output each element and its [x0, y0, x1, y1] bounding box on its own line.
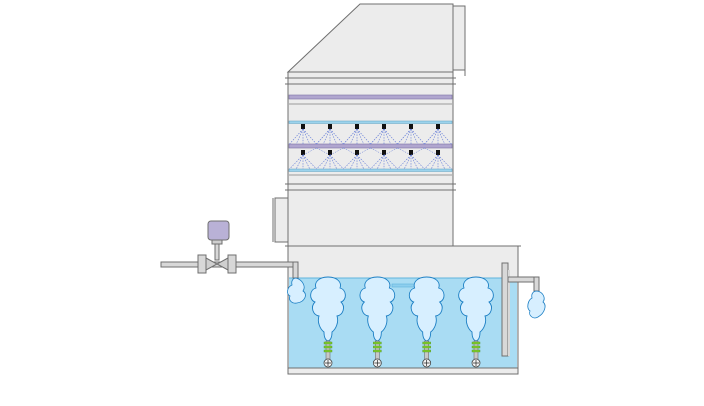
inlet-pipe: [160, 220, 306, 304]
spray-line: [289, 128, 304, 145]
spray-line: [356, 128, 365, 145]
spray-line: [329, 128, 344, 145]
aerator-band: [471, 341, 481, 345]
spray-line: [343, 128, 358, 145]
nozzle-top: [382, 124, 386, 129]
water-tank: [285, 245, 521, 375]
aerator-band: [373, 349, 382, 353]
spray-line: [329, 128, 338, 145]
packing-band: [288, 143, 453, 149]
aerator-band: [422, 345, 431, 349]
nozzle-top: [301, 124, 305, 129]
nozzle-bottom: [409, 150, 413, 155]
aerator-column: [310, 276, 346, 368]
spray-header-bottom: [288, 168, 453, 172]
spray-line: [383, 154, 398, 170]
valve-flange-left: [197, 254, 207, 274]
nozzle-top: [328, 124, 332, 129]
spray-line: [349, 128, 358, 145]
spray-line: [403, 128, 412, 145]
spray-line: [383, 128, 392, 145]
aerator-band: [422, 341, 431, 345]
spray-line: [410, 154, 425, 170]
valve-body-right: [215, 257, 229, 271]
nozzle-top: [355, 124, 359, 129]
overflow-pipe-vertical: [501, 262, 509, 357]
valve-bonnet: [211, 239, 223, 245]
nozzle-bottom: [382, 150, 386, 155]
side-inlet-duct: [274, 197, 289, 243]
aerator-band: [323, 349, 333, 353]
outlet-pipe-down: [533, 276, 540, 292]
nozzle-bottom: [328, 150, 332, 155]
nozzle-bottom: [355, 150, 359, 155]
spray-line: [410, 128, 425, 145]
aerator-band: [323, 341, 333, 345]
tower-hood: [286, 3, 454, 73]
spray-line: [424, 154, 439, 170]
spray-line: [437, 128, 446, 145]
spray-line: [343, 154, 358, 170]
spray-line: [316, 154, 331, 170]
spray-line: [316, 128, 331, 145]
aerator-band: [471, 345, 481, 349]
spray-line: [322, 128, 331, 145]
nozzle-bottom: [436, 150, 440, 155]
aerator-column: [408, 276, 445, 368]
spray-line: [376, 128, 385, 145]
outlet-spray-cloud: [527, 290, 546, 319]
spray-line: [289, 154, 304, 170]
nozzle-bottom: [301, 150, 305, 155]
demister-band: [288, 94, 453, 100]
spray-line: [302, 154, 317, 170]
valve-flange-right: [227, 254, 237, 274]
spray-nozzle: [397, 124, 439, 170]
spray-line: [424, 128, 439, 145]
spray-line: [383, 128, 398, 145]
spray-line: [302, 128, 317, 145]
spray-line: [356, 128, 371, 145]
nozzle-top: [436, 124, 440, 129]
outlet-pipe: [501, 262, 546, 357]
spray-line: [397, 128, 412, 145]
spray-line: [410, 128, 419, 145]
spray-line: [437, 128, 452, 145]
aerator-array: [310, 276, 494, 368]
inlet-spray-cloud: [287, 277, 306, 304]
spray-line: [295, 128, 304, 145]
aerator-column: [359, 276, 396, 368]
spray-line: [302, 128, 311, 145]
spray-line: [329, 154, 344, 170]
spray-line: [437, 154, 452, 170]
aerator-band: [422, 349, 431, 353]
spray-line: [370, 128, 385, 145]
spray-header-top: [288, 120, 453, 124]
top-outlet-duct: [452, 5, 466, 71]
nozzle-top: [409, 124, 413, 129]
inlet-pipe-down: [292, 261, 299, 279]
aerator-band: [373, 341, 382, 345]
spray-line: [370, 154, 385, 170]
aerator-band: [471, 349, 481, 353]
spray-line: [356, 154, 371, 170]
aerator-column: [458, 276, 494, 368]
spray-nozzle-array: [289, 124, 452, 170]
spray-line: [397, 154, 412, 170]
spray-nozzle: [424, 124, 452, 170]
aerator-band: [373, 345, 382, 349]
overflow-pipe-inner: [508, 270, 510, 356]
valve-body-left: [205, 257, 219, 271]
valve-actuator: [207, 220, 230, 241]
valve-stem: [214, 241, 220, 261]
spray-line: [430, 128, 439, 145]
aerator-band: [323, 345, 333, 349]
upper-tower: [272, 3, 466, 247]
